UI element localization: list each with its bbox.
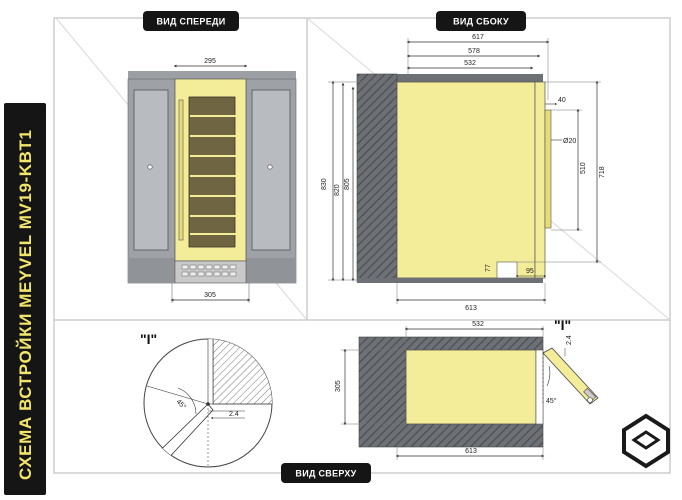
side-view: 617 578 532 40 Ø20 510 718 830 820 805 7…: [321, 34, 606, 312]
svg-text:40: 40: [558, 97, 566, 104]
svg-text:295: 295: [204, 58, 216, 65]
svg-text:ВИД СПЕРЕДИ: ВИД СПЕРЕДИ: [156, 17, 225, 27]
door-knob-icon: [147, 164, 153, 170]
svg-text:532: 532: [472, 321, 484, 328]
top-view: "I" 45° 2.4 532 305 613: [335, 317, 599, 460]
svg-text:305: 305: [335, 380, 342, 392]
top-view-label: ВИД СВЕРХУ: [281, 463, 371, 483]
svg-text:617: 617: [472, 34, 484, 41]
wine-cooler-top: [405, 349, 537, 425]
svg-text:2.4: 2.4: [566, 335, 573, 345]
side-view-label: ВИД СБОКУ: [436, 11, 526, 31]
open-door: [542, 347, 599, 405]
brand-logo-icon: [622, 413, 670, 469]
wine-cooler-side: [396, 81, 536, 279]
svg-text:ВИД СБОКУ: ВИД СБОКУ: [453, 17, 509, 27]
sidebar-title-bar: СХЕМА ВСТРОЙКИ MEYVEL MV19-KBT1: [4, 103, 46, 495]
diagram-title: СХЕМА ВСТРОЙКИ MEYVEL MV19-KBT1: [16, 129, 35, 480]
svg-text:305: 305: [204, 292, 216, 299]
door-side: [534, 81, 546, 279]
svg-text:613: 613: [465, 305, 477, 312]
svg-text:45°: 45°: [546, 397, 557, 405]
door-knob-icon: [267, 164, 273, 170]
svg-text:613: 613: [465, 448, 477, 455]
svg-text:2.4: 2.4: [229, 411, 239, 418]
svg-text:532: 532: [464, 60, 476, 67]
front-view: 295 305: [127, 58, 297, 303]
svg-text:718: 718: [599, 166, 606, 178]
svg-text:ВИД СВЕРХУ: ВИД СВЕРХУ: [295, 469, 356, 479]
detail-i-view: "I" 45° 2.4: [140, 331, 273, 468]
svg-text:830: 830: [321, 178, 328, 190]
svg-text:578: 578: [468, 48, 480, 55]
svg-text:"I": "I": [140, 331, 157, 347]
svg-text:Ø20: Ø20: [563, 138, 576, 145]
svg-text:95: 95: [526, 268, 534, 275]
door-handle-side: [544, 109, 552, 229]
svg-text:805: 805: [344, 178, 351, 190]
door-handle: [178, 99, 184, 241]
svg-text:77: 77: [485, 264, 492, 272]
front-view-label: ВИД СПЕРЕДИ: [143, 11, 239, 31]
svg-text:820: 820: [334, 184, 341, 196]
svg-text:510: 510: [580, 162, 587, 174]
svg-text:"I": "I": [554, 317, 571, 333]
